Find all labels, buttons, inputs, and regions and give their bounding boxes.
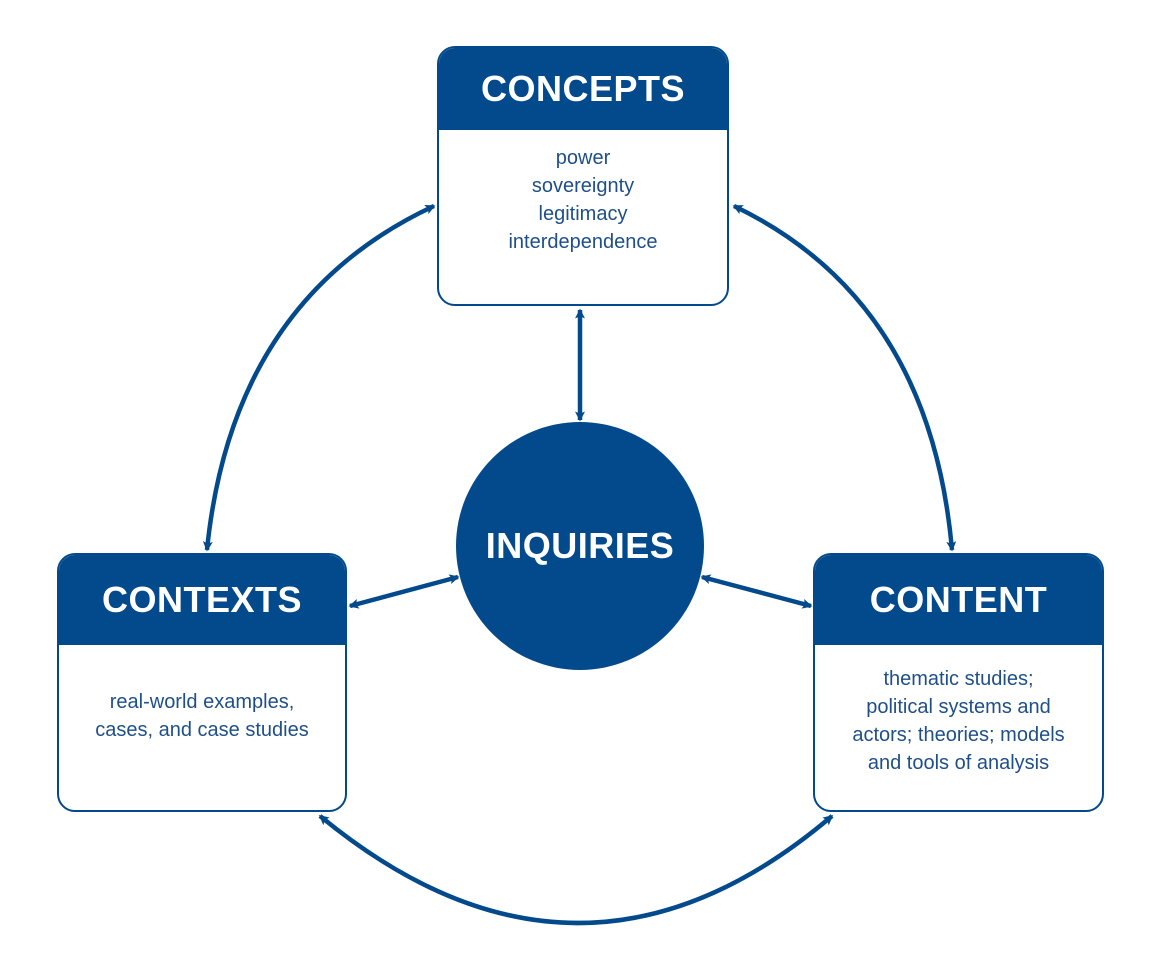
arrow-contexts-inquiries xyxy=(348,574,460,609)
inquiries-circle: INQUIRIES xyxy=(456,422,704,670)
concepts-body: power sovereignty legitimacy interdepend… xyxy=(439,130,727,304)
content-line: political systems and xyxy=(866,696,1051,718)
concepts-item: legitimacy xyxy=(538,203,628,225)
arc-contexts-content xyxy=(318,814,834,926)
contexts-line: cases, and case studies xyxy=(95,718,309,741)
contexts-title: CONTEXTS xyxy=(59,555,345,645)
arc-concepts-contexts xyxy=(202,203,436,552)
content-body: thematic studies; political systems and … xyxy=(815,645,1102,810)
contexts-body: real-world examples, cases, and case stu… xyxy=(59,645,345,810)
concepts-item: sovereignty xyxy=(531,175,635,197)
contexts-line: real-world examples, xyxy=(109,690,295,713)
content-line: actors; theories; models xyxy=(852,724,1065,746)
arrow-content-inquiries xyxy=(700,574,813,609)
concepts-title: CONCEPTS xyxy=(439,48,727,130)
content-line: thematic studies; xyxy=(883,668,1034,690)
inquiries-label: INQUIRIES xyxy=(485,525,675,566)
content-title: CONTENT xyxy=(815,555,1102,645)
content-line: and tools of analysis xyxy=(867,752,1050,774)
concepts-item: interdependence xyxy=(508,231,658,253)
contexts-box: CONTEXTS real-world examples, cases, and… xyxy=(57,553,347,812)
concepts-box: CONCEPTS power sovereignty legitimacy in… xyxy=(437,46,729,306)
concepts-item: power xyxy=(555,147,611,169)
arc-concepts-content xyxy=(732,203,957,552)
content-box: CONTENT thematic studies; political syst… xyxy=(813,553,1104,812)
